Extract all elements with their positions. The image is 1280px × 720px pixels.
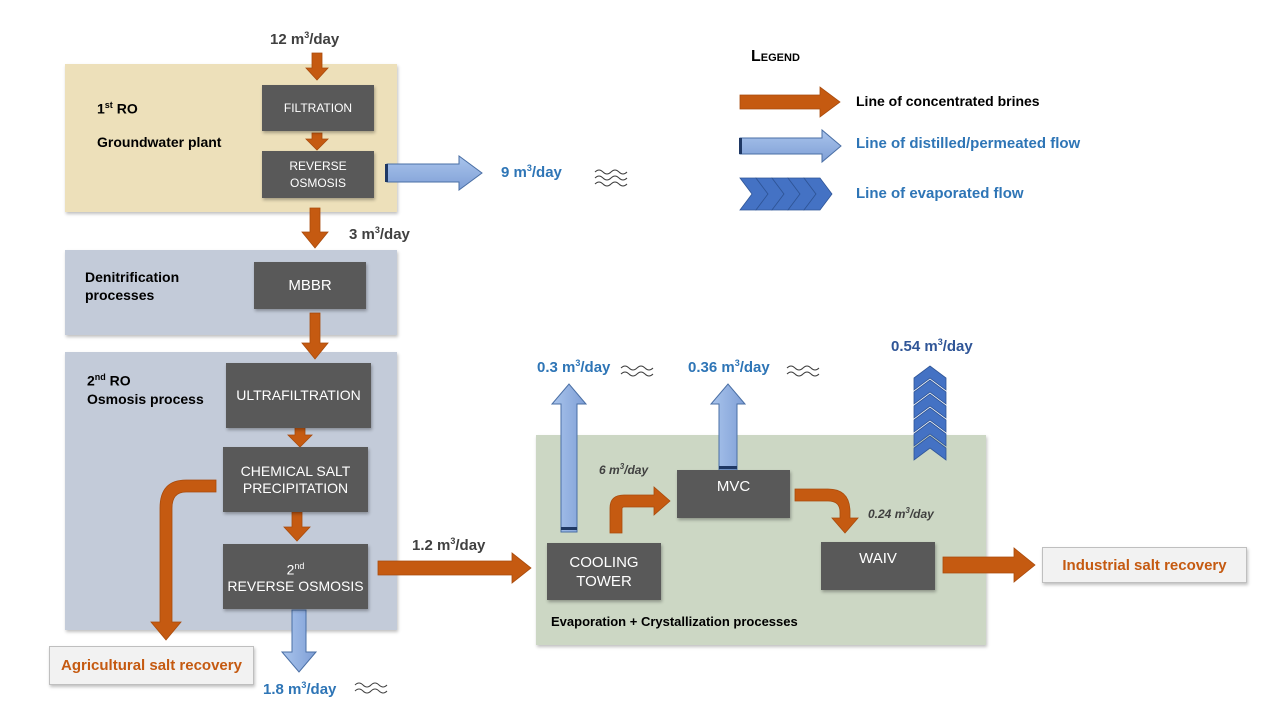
reverse-osmosis-2-line2: REVERSE OSMOSIS	[227, 578, 364, 595]
brine-arrow-uf-chem	[287, 424, 313, 448]
to-waiv-label: 0.24 m3/day	[868, 506, 934, 521]
ro2-section-label: 2nd RO Osmosis process	[87, 372, 204, 407]
reverse-osmosis-1-line2: OSMOSIS	[289, 175, 346, 190]
permeate-arrow-ro1	[386, 155, 483, 191]
chemical-box-line1: CHEMICAL SALT	[240, 462, 351, 479]
brine-arrow-filtration-ro	[305, 132, 329, 151]
ro1-section-label: 1st RO Groundwater plant	[97, 100, 222, 150]
mvc-box: MVC	[677, 470, 790, 518]
evaporation-section-label: Evaporation + Crystallization processes	[551, 614, 798, 629]
brine-ro2-label: 1.2 m3/day	[412, 536, 486, 554]
legend-evaporated-label: Line of evaporated flow	[856, 185, 1024, 202]
brine-ro1-label: 3 m3/day	[349, 225, 410, 243]
legend-permeate-label: Line of distilled/permeated flow	[856, 135, 1081, 152]
brine-arrow-agricultural	[150, 479, 217, 641]
wave-icons	[354, 169, 820, 694]
industrial-salt-recovery: Industrial salt recovery	[1042, 547, 1247, 583]
brine-arrow-denit-ro2	[301, 312, 329, 360]
cooling-tower-line1: COOLING	[569, 553, 639, 571]
legend-title: Legend	[751, 48, 800, 65]
cooling-tower-line2: TOWER	[576, 572, 632, 590]
evaporated-arrow-waiv	[913, 365, 947, 461]
permeate-ro2-label: 1.8 m3/day	[263, 680, 337, 698]
brine-arrow-mvc-waiv	[794, 488, 859, 534]
chemical-box-line2: PRECIPITATION	[242, 479, 349, 496]
reverse-osmosis-1-box: REVERSE OSMOSIS	[262, 151, 374, 198]
brine-arrow-industrial	[942, 547, 1036, 583]
legend-brine-label: Line of concentrated brines	[856, 93, 1040, 109]
waiv-evaporated-label: 0.54 m3/day	[891, 337, 973, 355]
mbbr-box: MBBR	[254, 262, 366, 309]
legend-brine-arrow	[739, 86, 841, 118]
brine-arrow-ro1-denit	[301, 207, 329, 249]
brine-arrow-chem-ro2	[283, 511, 311, 542]
permeate-arrow-ro2	[280, 609, 318, 673]
reverse-osmosis-1-line1: REVERSE	[289, 158, 347, 173]
agricultural-salt-recovery: Agricultural salt recovery	[49, 646, 254, 685]
denitrification-section-label: Denitrification processes	[85, 269, 180, 303]
to-mvc-label: 6 m3/day	[599, 462, 649, 477]
brine-arrow-inflow	[305, 52, 329, 81]
vapor-arrow-cooling	[550, 383, 588, 533]
inflow-label: 12 m3/day	[270, 30, 340, 48]
waiv-box: WAIV	[821, 542, 935, 590]
permeate-ro1-label: 9 m3/day	[501, 163, 562, 181]
cooling-tower-box: COOLING TOWER	[547, 543, 661, 600]
reverse-osmosis-2-box: 2nd REVERSE OSMOSIS	[223, 544, 368, 609]
reverse-osmosis-2-line1: 2nd	[286, 560, 305, 578]
cooling-vapor-label: 0.3 m3/day	[537, 358, 611, 376]
filtration-box: FILTRATION	[262, 85, 374, 131]
vapor-arrow-mvc	[709, 383, 747, 471]
brine-arrow-cooling-mvc	[609, 486, 671, 534]
chemical-salt-precipitation-box: CHEMICAL SALT PRECIPITATION	[223, 447, 368, 512]
legend-permeate-arrow	[739, 128, 842, 164]
brine-arrow-to-cooling	[377, 552, 532, 584]
legend-evaporated-arrow	[739, 177, 833, 211]
ultrafiltration-box: ULTRAFILTRATION	[226, 363, 371, 428]
mvc-vapor-label: 0.36 m3/day	[688, 358, 770, 376]
